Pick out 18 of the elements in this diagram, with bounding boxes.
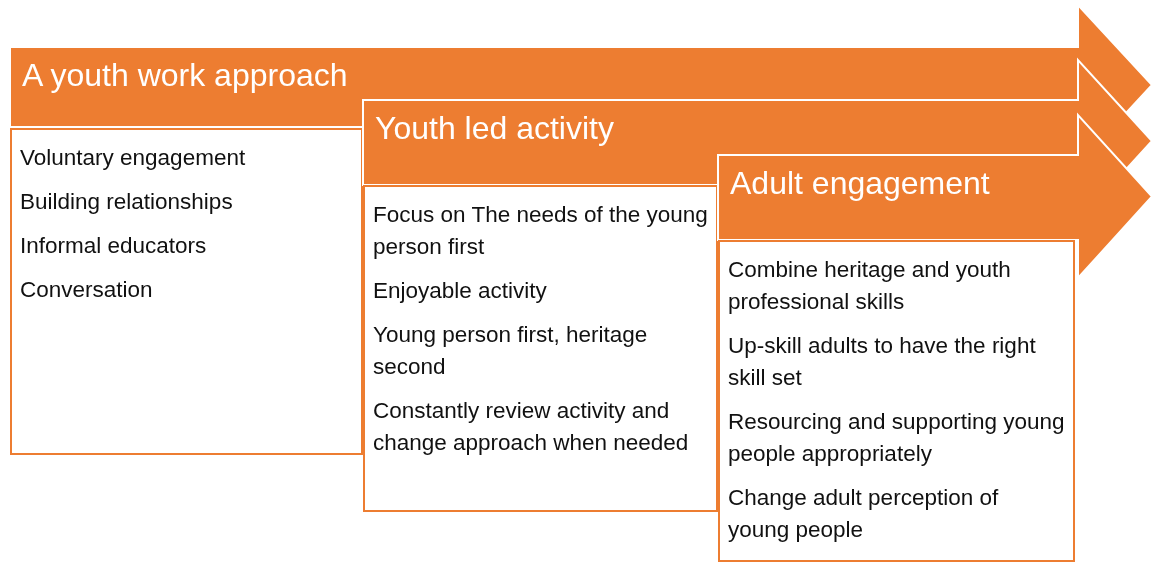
band-heading: Youth led activity bbox=[375, 110, 614, 147]
list-box bbox=[363, 185, 718, 512]
list-item: Young person first, heritage second bbox=[373, 321, 649, 381]
list-item: Building relationships bbox=[20, 188, 234, 216]
list-item: Voluntary engagement bbox=[20, 144, 247, 172]
list-item: Constantly review activity and change approach when needed bbox=[373, 397, 690, 457]
list-item: Change adult perception of young people bbox=[728, 484, 1000, 544]
list-item: Focus on The needs of the young person first bbox=[373, 201, 708, 261]
list-item: Informal educators bbox=[20, 232, 208, 260]
band-heading: A youth work approach bbox=[22, 57, 348, 94]
list-item: Combine heritage and youth professional skills bbox=[728, 256, 1012, 316]
list-box bbox=[718, 240, 1075, 562]
list-item: Conversation bbox=[20, 276, 154, 304]
list-item: Up-skill adults to have the right skill set bbox=[728, 332, 1037, 392]
list-box bbox=[10, 128, 363, 455]
list-item: Resourcing and supporting young people appropriately bbox=[728, 408, 1065, 468]
band-heading: Adult engagement bbox=[730, 165, 990, 202]
list-item: Enjoyable activity bbox=[373, 277, 548, 305]
